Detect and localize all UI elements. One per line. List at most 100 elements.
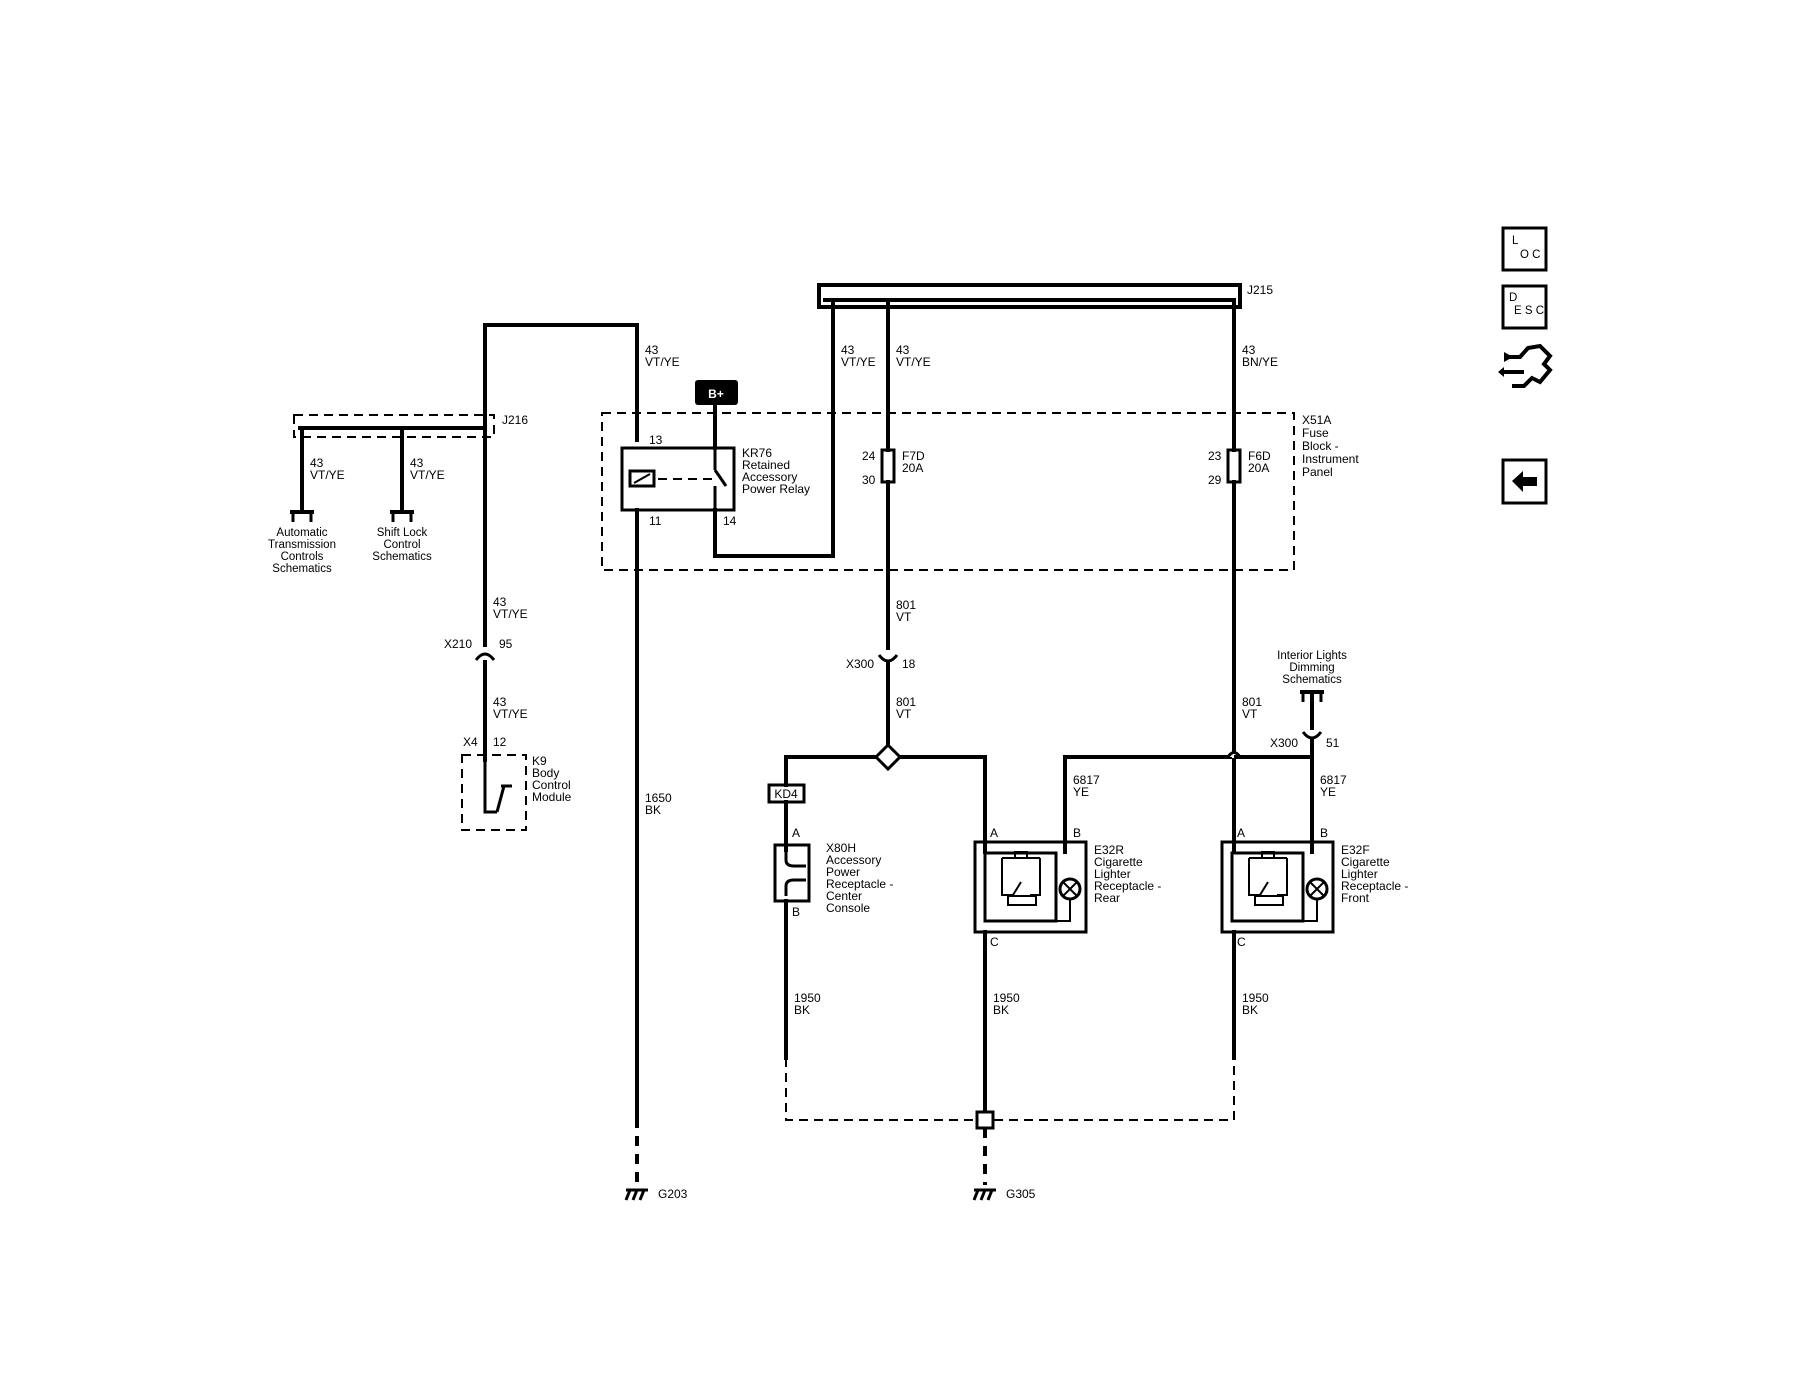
svg-text:23: 23 (1208, 449, 1222, 463)
svg-text:Cigarette: Cigarette (1094, 855, 1143, 869)
svg-text:B: B (792, 905, 800, 919)
shift-lock-schematics-link[interactable]: Shift Lock Control Schematics (372, 527, 432, 563)
svg-text:F6D: F6D (1248, 449, 1271, 463)
wire-label: BN/YE (1242, 355, 1278, 369)
svg-text:E S C: E S C (1514, 305, 1544, 317)
back-arrow-icon (1512, 471, 1537, 492)
svg-text:L: L (1512, 235, 1519, 247)
wire-label: VT (896, 610, 912, 624)
svg-text:E32R: E32R (1094, 843, 1124, 857)
back-button[interactable] (1501, 458, 1548, 505)
wire-label: VT (1242, 707, 1258, 721)
svg-text:51: 51 (1326, 736, 1340, 750)
wire-label: VT/YE (841, 355, 876, 369)
svg-text:Shift Lock: Shift Lock (377, 527, 428, 539)
ground-g305-icon: G305 (972, 1187, 1036, 1201)
kd4-label-box: KD4 (767, 783, 806, 804)
j216-label: J216 (502, 413, 528, 427)
x210-label: X210 (444, 637, 472, 651)
wire-label: VT/YE (493, 607, 528, 621)
description-view-button[interactable]: D E S C (1501, 284, 1548, 330)
body-control-module-k9: K9 Body Control Module (461, 754, 572, 831)
battery-positive-icon: B+ (695, 380, 738, 450)
location-view-button[interactable]: L O C (1501, 226, 1548, 272)
svg-text:X300: X300 (1270, 736, 1298, 750)
wire-label: 6817 (1320, 773, 1347, 787)
svg-text:30: 30 (862, 473, 876, 487)
svg-text:Interior Lights: Interior Lights (1277, 650, 1347, 662)
svg-text:B+: B+ (708, 387, 724, 401)
wire-label: VT/YE (410, 468, 445, 482)
cigarette-lighter-e32r: A B C E32R Cigarette Lighter Receptacle … (973, 826, 1161, 949)
svg-text:X80H: X80H (826, 841, 856, 855)
wire-label: BK (1242, 1003, 1258, 1017)
svg-text:O C: O C (1520, 249, 1540, 261)
wire-label: BK (645, 803, 661, 817)
svg-text:Schematics: Schematics (372, 551, 432, 563)
svg-text:A: A (990, 826, 998, 840)
svg-text:Receptacle -: Receptacle - (826, 877, 893, 891)
atc-reference-connector-icon (290, 510, 314, 522)
svg-text:Power Relay: Power Relay (742, 482, 810, 496)
connector-x210-icon: X210 95 (444, 637, 513, 702)
svg-text:Body: Body (532, 766, 559, 780)
g305-label: G305 (1006, 1187, 1036, 1201)
wire-label: 43 (493, 695, 507, 709)
wire-label: VT/YE (493, 707, 528, 721)
wire-label: VT/YE (896, 355, 931, 369)
svg-text:Cigarette: Cigarette (1341, 855, 1390, 869)
wire-label: 43 (896, 343, 910, 357)
svg-text:D: D (1509, 292, 1517, 304)
g203-label: G203 (658, 1187, 688, 1201)
svg-text:KD4: KD4 (774, 787, 798, 801)
svg-text:24: 24 (862, 449, 876, 463)
splice-j215: J215 (817, 283, 1273, 309)
wire-label: BK (993, 1003, 1009, 1017)
svg-text:29: 29 (1208, 473, 1222, 487)
x210-pin: 95 (499, 637, 513, 651)
ground-g203-icon: G203 (624, 1187, 688, 1201)
svg-text:20A: 20A (1248, 461, 1269, 475)
wire-to-kd4 (784, 755, 878, 787)
wire-label: YE (1073, 785, 1089, 799)
svg-text:A: A (1237, 826, 1245, 840)
wire-label: 1650 (645, 791, 672, 805)
dimming-reference-connector-icon (1300, 690, 1324, 730)
svg-text:Power: Power (826, 865, 860, 879)
svg-text:Schematics: Schematics (1282, 674, 1342, 686)
svg-text:Control: Control (532, 778, 571, 792)
wire-label: YE (1320, 785, 1336, 799)
wire-label: 43 (1242, 343, 1256, 357)
wire-label: 43 (310, 456, 324, 470)
fuse-f7d: 24 30 F7D 20A (862, 448, 925, 487)
wire-label: VT (896, 707, 912, 721)
fuse-block-label-1: X51A (1302, 413, 1331, 427)
svg-text:B: B (1320, 826, 1328, 840)
wire-label: BK (794, 1003, 810, 1017)
wire-label: 801 (1242, 695, 1262, 709)
wire-relay-14-to-j215 (713, 298, 835, 558)
accessory-receptacle-x80h: A B X80H Accessory Power Receptacle - Ce… (773, 826, 893, 919)
wire-6817-ye-rear (1063, 755, 1232, 854)
svg-text:Console: Console (826, 901, 870, 915)
svg-text:Front: Front (1341, 891, 1370, 905)
svg-text:C: C (990, 935, 999, 949)
svg-text:KR76: KR76 (742, 446, 772, 460)
svg-text:Controls: Controls (281, 551, 324, 563)
svg-text:Retained: Retained (742, 458, 790, 472)
x4-pin: 12 (493, 735, 507, 749)
dimming-schematics-link[interactable]: Interior Lights Dimming Schematics (1277, 650, 1347, 686)
connector-x300-51-icon: X300 51 (1270, 731, 1340, 750)
wire-label: 1950 (993, 991, 1020, 1005)
fuse-block-x51a: X51A Fuse Block - Instrument Panel (601, 412, 1359, 571)
connector-view-icon[interactable] (1498, 343, 1553, 388)
splice-diamond-icon (873, 742, 903, 772)
svg-text:Accessory: Accessory (742, 470, 797, 484)
fuse-block-label-2: Fuse (1302, 426, 1329, 440)
atc-schematics-link[interactable]: Automatic Transmission Controls Schemati… (268, 527, 336, 575)
splice-j216: J216 (293, 413, 528, 438)
shift-reference-connector-icon (390, 510, 414, 522)
svg-text:Control: Control (383, 539, 420, 551)
